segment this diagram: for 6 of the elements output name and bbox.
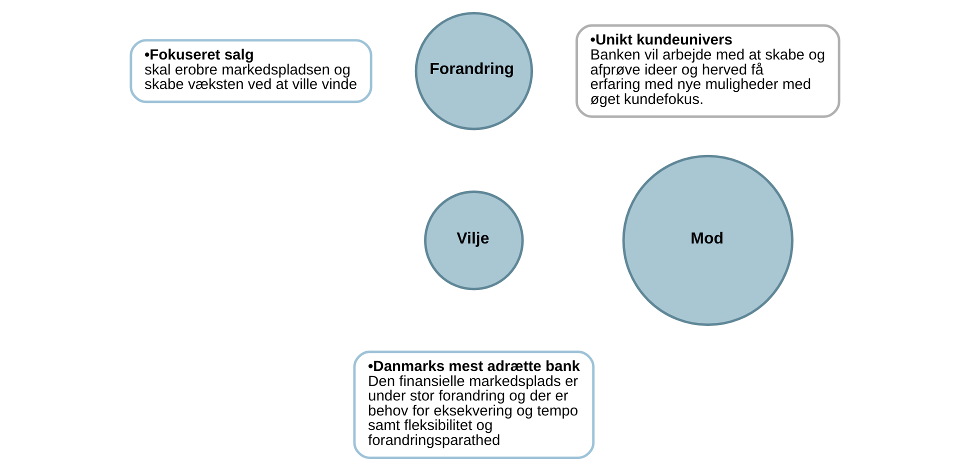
node-box: •Unikt kundeunivers Banken vil arbejde med at skabe og afprøve ideer og herved få erfaring med nye muligheder med øget kundefokus. — [576, 24, 840, 118]
node-box: •Fokuseret salg skal erobre markedspladsen og skabe væksten ved at ville vinde — [130, 39, 372, 104]
node-circle: Vilje — [424, 190, 524, 290]
node-circle: Forandring — [414, 12, 534, 130]
node-circle: Mod — [622, 154, 794, 326]
node-box: •Danmarks mest adrætte bank Den finansielle markedsplads er under stor forandring og der er behov for eksekvering og tempo samt fleksibilitet og forandringsparathed — [353, 350, 595, 460]
